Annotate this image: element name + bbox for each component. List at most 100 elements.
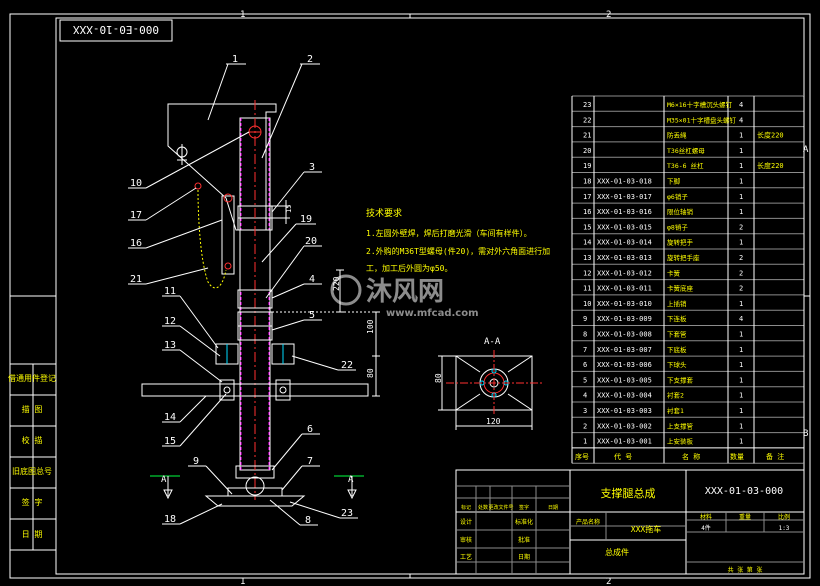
- bom-row-qty: 1: [739, 239, 743, 247]
- bom-row-code: XXX-01-03-001: [597, 438, 652, 446]
- bom-row-qty: 4: [739, 116, 743, 124]
- process-label: 工艺: [460, 553, 472, 561]
- zone-label-right-a: A: [803, 145, 809, 155]
- bom-row-code: XXX-01-03-006: [597, 361, 652, 369]
- bom-row-code: XXX-01-03-013: [597, 254, 652, 262]
- watermark-brand: 沐风网: [366, 277, 444, 307]
- zone-label-top-2: 2: [606, 10, 611, 20]
- bom-row-qty: 2: [739, 254, 743, 262]
- balloon-16: 16: [130, 238, 142, 249]
- technical-requirements: 技术要求 1.左圆外壁焊，焊后打磨光滑（车间有样件）。 2.外购的M36T型螺母…: [366, 207, 550, 273]
- balloon-19: 19: [300, 214, 312, 225]
- tech-req-title: 技术要求: [366, 207, 402, 219]
- title-drawing-no: XXX-01-03-000: [705, 486, 783, 497]
- strip-label-5: 日 期: [22, 530, 43, 539]
- bom-header-no: 序号: [575, 452, 589, 461]
- bom-row-qty: 1: [739, 331, 743, 339]
- balloon-10: 10: [130, 178, 142, 189]
- product-name: XXX拖车: [631, 524, 661, 534]
- bom-row-name: 下球头: [667, 360, 687, 369]
- bom-row-no: 1: [583, 438, 587, 446]
- balloon-18: 18: [164, 514, 176, 525]
- date-label: 日期: [518, 553, 530, 561]
- bom-row-name: 下套管: [667, 330, 687, 339]
- bom-row-code: XXX-01-03-011: [597, 285, 652, 293]
- balloon-4: 4: [309, 274, 315, 285]
- bom-row-qty: 1: [739, 147, 743, 155]
- balloon-6: 6: [307, 424, 313, 435]
- bom-row-qty: 1: [739, 132, 743, 140]
- bom-row-name: M35×01十字槽盘头螺钉: [667, 115, 736, 124]
- bom-row-code: XXX-01-03-012: [597, 269, 652, 277]
- balloon-8: 8: [305, 515, 311, 526]
- bom-row-name: 卡簧底座: [667, 284, 694, 293]
- balloon-5: 5: [309, 310, 315, 321]
- material-label: 材料: [700, 513, 712, 521]
- balloon-20: 20: [305, 236, 317, 247]
- dim-100: 100: [366, 319, 375, 334]
- balloon-23: 23: [341, 508, 353, 519]
- bom-row-qty: 1: [739, 392, 743, 400]
- bom-row-no: 3: [583, 407, 587, 415]
- bom-row-name: 下底板: [667, 345, 687, 354]
- bom-row-no: 16: [583, 208, 591, 216]
- bom-row-qty: 2: [739, 269, 743, 277]
- section-height-dim: 80: [434, 373, 443, 383]
- section-a-a: A-A 120 80: [434, 337, 542, 430]
- bom-row-code: XXX-01-03-010: [597, 300, 652, 308]
- bom-row-code: XXX-01-03-015: [597, 223, 652, 231]
- bom-row-no: 8: [583, 331, 587, 339]
- bom-header-name: 名 称: [682, 452, 700, 461]
- support-leg-assembly-view: A A: [141, 100, 369, 507]
- bom-row-name: 防丢绳: [667, 131, 687, 140]
- bom-row-no: 9: [583, 315, 587, 323]
- balloon-9: 9: [193, 456, 199, 467]
- std-label: 标准化: [515, 518, 533, 526]
- cut-mark-left: A: [161, 475, 167, 485]
- bom-row-no: 11: [583, 285, 591, 293]
- lanyard: [197, 189, 227, 289]
- bom-row-no: 17: [583, 193, 591, 201]
- bom-row-qty: 1: [739, 178, 743, 186]
- bom-row-no: 10: [583, 300, 591, 308]
- bom-row-name: φ6销子: [667, 192, 688, 201]
- balloon-1: 1: [232, 54, 238, 65]
- strip-label-4: 签 字: [22, 497, 43, 507]
- balloon-2: 2: [307, 54, 313, 65]
- scale-value: 1:3: [779, 525, 790, 532]
- dim-80: 80: [366, 368, 375, 378]
- bom-row-name: 下连板: [667, 314, 687, 323]
- tech-req-line3: 工，加工后外圆为φ50。: [366, 263, 452, 273]
- zone-label-top-1: 1: [240, 10, 245, 20]
- design-label: 设计: [460, 518, 472, 526]
- bom-row-qty: 1: [739, 376, 743, 384]
- zone-label-right-b: B: [803, 429, 808, 439]
- balloon-3: 3: [309, 162, 315, 173]
- bom-row-code: XXX-01-03-005: [597, 376, 652, 384]
- bom-row-qty: 2: [739, 223, 743, 231]
- approve-label: 批准: [518, 536, 530, 544]
- balloon-13: 13: [164, 340, 176, 351]
- zone-label-bottom-1: 1: [240, 577, 245, 586]
- check-label: 审核: [460, 536, 472, 544]
- strip-label-1: 描 图: [22, 404, 43, 414]
- material-value: 4件: [701, 524, 711, 532]
- weight-label: 重量: [739, 513, 751, 521]
- dim-220: 220: [332, 276, 341, 291]
- bom-row-name: 旋转把手: [667, 238, 694, 247]
- balloon-17: 17: [130, 210, 142, 221]
- title-name: 支撑腿总成: [601, 486, 656, 500]
- strip-label-3: 旧底图总号: [12, 466, 52, 476]
- bom-row-qty: 4: [739, 315, 743, 323]
- bom-row-name: M6×16十字槽沉头螺钉: [667, 100, 733, 109]
- tech-req-line1: 1.左圆外壁焊，焊后打磨光滑（车间有样件）。: [366, 228, 532, 238]
- bom-row-name: 上插销: [667, 299, 687, 308]
- title-block: 支撑腿总成 XXX-01-03-000 产品名称 XXX拖车 总成件 材料 重量…: [455, 469, 805, 575]
- bom-row-name: 上支撑管: [667, 421, 694, 430]
- balloon-22: 22: [341, 360, 353, 371]
- bom-row-no: 21: [583, 132, 591, 140]
- bom-row-qty: 1: [739, 422, 743, 430]
- bom-header-note: 备 注: [766, 452, 784, 461]
- assembly-type: 总成件: [605, 547, 629, 557]
